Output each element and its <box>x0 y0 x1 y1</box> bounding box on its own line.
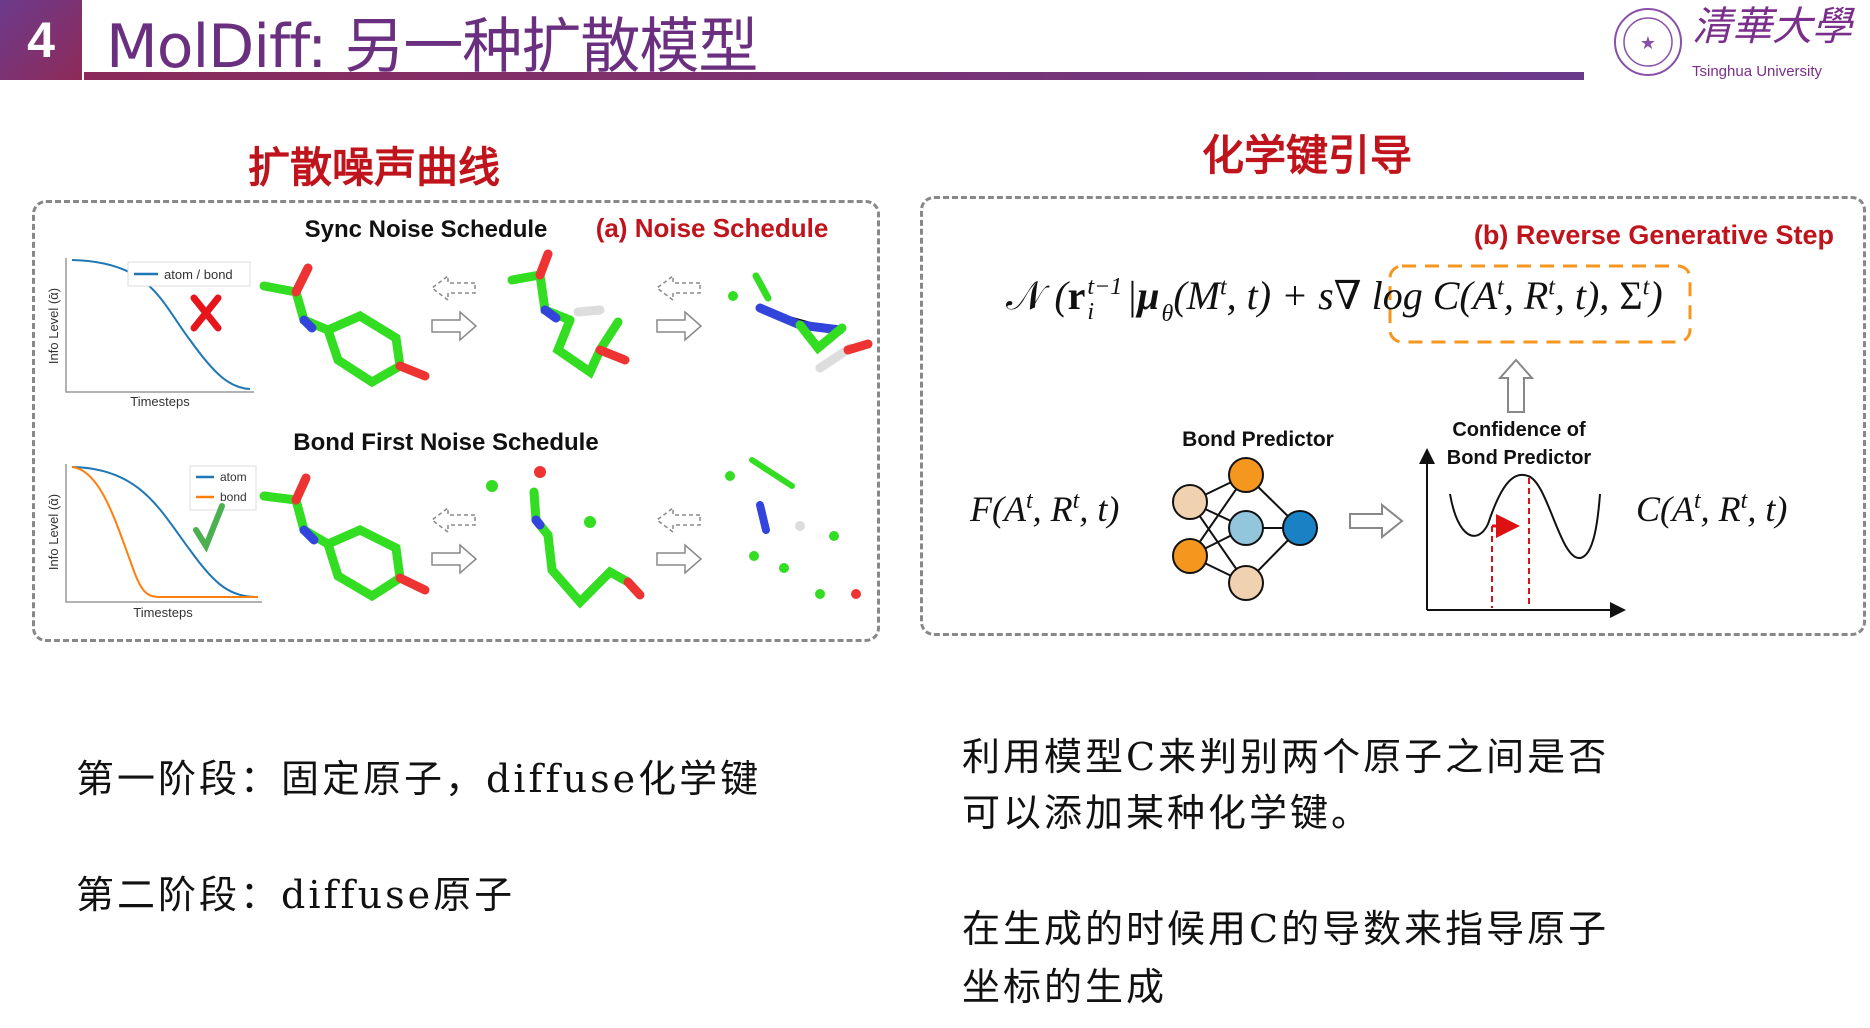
bond-first-chart: atom bond Timesteps Info Level (ᾱ) <box>46 464 262 620</box>
logo-text: 清華大學 <box>1692 5 1855 49</box>
right-arrow-icon <box>1349 502 1404 540</box>
confidence-curve <box>1449 473 1601 560</box>
sync-schedule-chart: atom / bond Timesteps Info Level (ᾱ) <box>46 258 254 409</box>
molecule-intact-top <box>259 263 430 388</box>
forward-arrow-icon <box>656 310 703 342</box>
y-axis-label: Info Level (ᾱ) <box>46 288 61 364</box>
forward-arrow-icon <box>431 543 478 575</box>
reverse-arrow-icon <box>655 506 701 534</box>
slide-title: MolDiff: 另一种扩散模型 <box>106 12 758 82</box>
panel-b-tag: (b) Reverse Generative Step <box>1474 220 1834 250</box>
panel-a-tag: (a) Noise Schedule <box>596 213 829 243</box>
guidance-term-highlight <box>1388 264 1692 344</box>
molecule-noisy-bottom <box>529 487 645 609</box>
legend-atom: atom <box>220 470 247 484</box>
cross-icon <box>190 294 222 332</box>
x-axis-label: Timesteps <box>130 394 190 409</box>
note-classifier-line1: 利用模型C来判别两个原子之间是否 <box>962 735 1610 779</box>
chart-axes <box>65 258 254 393</box>
guidance-term: ∇ log C(At, Rt, t) <box>1333 273 1600 318</box>
note-guidance-line2: 坐标的生成 <box>962 965 1168 1009</box>
legend-atom-bond: atom / bond <box>164 267 233 282</box>
bond-curve <box>71 466 258 598</box>
check-icon <box>193 503 225 553</box>
bond-predictor-label: Bond Predictor <box>1182 428 1334 451</box>
up-arrow-icon <box>1497 358 1535 413</box>
noise-schedule-panel <box>32 200 880 642</box>
neural-network-icon <box>1172 457 1318 601</box>
bond-predictor-input: F(At, Rt, t) <box>970 488 1120 529</box>
note-classifier-line2: 可以添加某种化学键。 <box>962 791 1373 835</box>
section-title-noise: 扩散噪声曲线 <box>248 143 501 192</box>
tsinghua-logo: ★ 清華大學 Tsinghua University <box>1614 5 1855 80</box>
molecule-noisy-top <box>507 249 630 379</box>
forward-arrow-icon <box>656 543 703 575</box>
title-underline <box>84 72 1584 80</box>
atom-bond-curve <box>71 259 251 390</box>
y-axis-label: Info Level (ᾱ) <box>46 494 61 570</box>
stage-one-note: 第一阶段：固定原子，diffuse化学键 <box>76 757 762 801</box>
confidence-output: C(At, Rt, t) <box>1636 488 1788 529</box>
atom-fragments <box>486 272 873 599</box>
svg-text:★: ★ <box>1640 33 1656 53</box>
slide-number: 4 <box>0 0 82 80</box>
confidence-label-2: Bond Predictor <box>1447 447 1592 469</box>
x-axis-label: Timesteps <box>133 605 193 620</box>
atom-curve <box>71 466 259 598</box>
section-title-bond-guidance: 化学键引导 <box>1202 131 1413 180</box>
reverse-arrow-icon <box>430 506 476 534</box>
legend-bond: bond <box>220 490 247 504</box>
molecule-intact-bottom <box>259 473 430 602</box>
reverse-arrow-icon <box>655 274 701 302</box>
bond-first-title: Bond First Noise Schedule <box>293 429 598 456</box>
reverse-arrow-icon <box>430 274 476 302</box>
chart-axes <box>65 464 262 603</box>
process-arrows <box>430 274 703 575</box>
stage-two-note: 第二阶段：diffuse原子 <box>76 873 516 917</box>
forward-arrow-icon <box>431 310 478 342</box>
sync-schedule-title: Sync Noise Schedule <box>305 216 548 243</box>
note-guidance-line1: 在生成的时候用C的导数来指导原子 <box>962 907 1610 951</box>
confidence-label-1: Confidence of <box>1452 419 1586 441</box>
confidence-plot <box>1419 448 1626 618</box>
logo-subtext: Tsinghua University <box>1692 63 1823 80</box>
reverse-step-panel <box>920 196 1866 636</box>
